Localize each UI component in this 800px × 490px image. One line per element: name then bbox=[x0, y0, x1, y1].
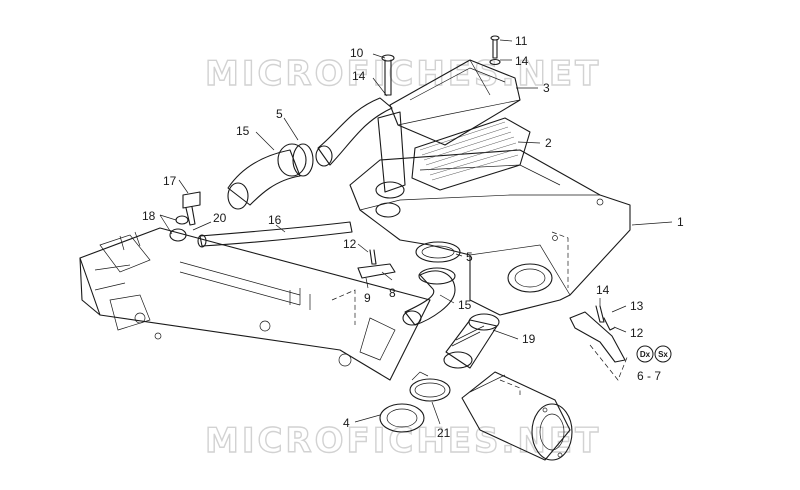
callout-16: 16 bbox=[268, 213, 282, 227]
callout-15-upper: 15 bbox=[236, 124, 250, 138]
fitting-18 bbox=[169, 215, 189, 242]
callout-14-mid: 14 bbox=[352, 69, 366, 83]
badge-dx: Dx bbox=[636, 345, 654, 363]
callout-5-lower: 5 bbox=[466, 250, 473, 264]
callout-1: 1 bbox=[677, 215, 684, 229]
airbox-body bbox=[349, 149, 631, 316]
dash-link-4 bbox=[499, 379, 521, 395]
bolt-10 bbox=[381, 54, 395, 96]
intake-duct bbox=[375, 111, 406, 218]
seal-ring bbox=[379, 403, 425, 433]
callout-3: 3 bbox=[543, 81, 550, 95]
upper-clamp bbox=[292, 143, 314, 177]
callout-10: 10 bbox=[350, 46, 364, 60]
callout-8: 8 bbox=[389, 286, 396, 300]
watermark-top: MICROFICHES.NET bbox=[205, 54, 601, 94]
badge-sx: Sx bbox=[654, 345, 672, 363]
callout-18: 18 bbox=[142, 209, 156, 223]
callout-15-lower: 15 bbox=[458, 298, 472, 312]
leader-lines bbox=[159, 39, 673, 425]
badge-dx-label: Dx bbox=[640, 350, 651, 359]
callout-9: 9 bbox=[364, 291, 371, 305]
callout-4: 4 bbox=[343, 416, 350, 430]
callout-6-7: 6 - 7 bbox=[637, 369, 661, 383]
outer-clamp bbox=[409, 371, 451, 402]
callout-20: 20 bbox=[213, 211, 227, 225]
bolt-17 bbox=[182, 191, 201, 226]
breather-hose bbox=[197, 221, 353, 248]
airbox-cover bbox=[389, 59, 521, 146]
upper-hose bbox=[227, 97, 393, 210]
bolt-11 bbox=[489, 35, 501, 66]
carburetor-adapter bbox=[461, 371, 573, 461]
callout-19: 19 bbox=[522, 332, 536, 346]
lower-hose bbox=[402, 267, 456, 326]
callout-13: 13 bbox=[630, 299, 644, 313]
bracket-6-7 bbox=[569, 305, 626, 363]
dash-link-2 bbox=[551, 231, 569, 288]
frame-rail bbox=[79, 227, 431, 381]
callout-14-right: 14 bbox=[596, 283, 610, 297]
callout-2: 2 bbox=[545, 136, 552, 150]
callout-21: 21 bbox=[437, 426, 451, 440]
callout-14-top: 14 bbox=[515, 54, 529, 68]
callout-12-left: 12 bbox=[343, 237, 357, 251]
dash-link-1 bbox=[331, 289, 356, 325]
badge-sx-label: Sx bbox=[658, 350, 668, 359]
callout-5-upper: 5 bbox=[276, 107, 283, 121]
bellows-boot bbox=[443, 313, 500, 369]
bracket-8-9 bbox=[357, 249, 396, 279]
dash-link-3 bbox=[589, 344, 629, 381]
air-filter bbox=[411, 117, 531, 191]
callout-17: 17 bbox=[163, 174, 177, 188]
callout-12-right: 12 bbox=[630, 326, 644, 340]
lower-clamp bbox=[415, 241, 461, 263]
callout-11: 11 bbox=[515, 34, 528, 48]
